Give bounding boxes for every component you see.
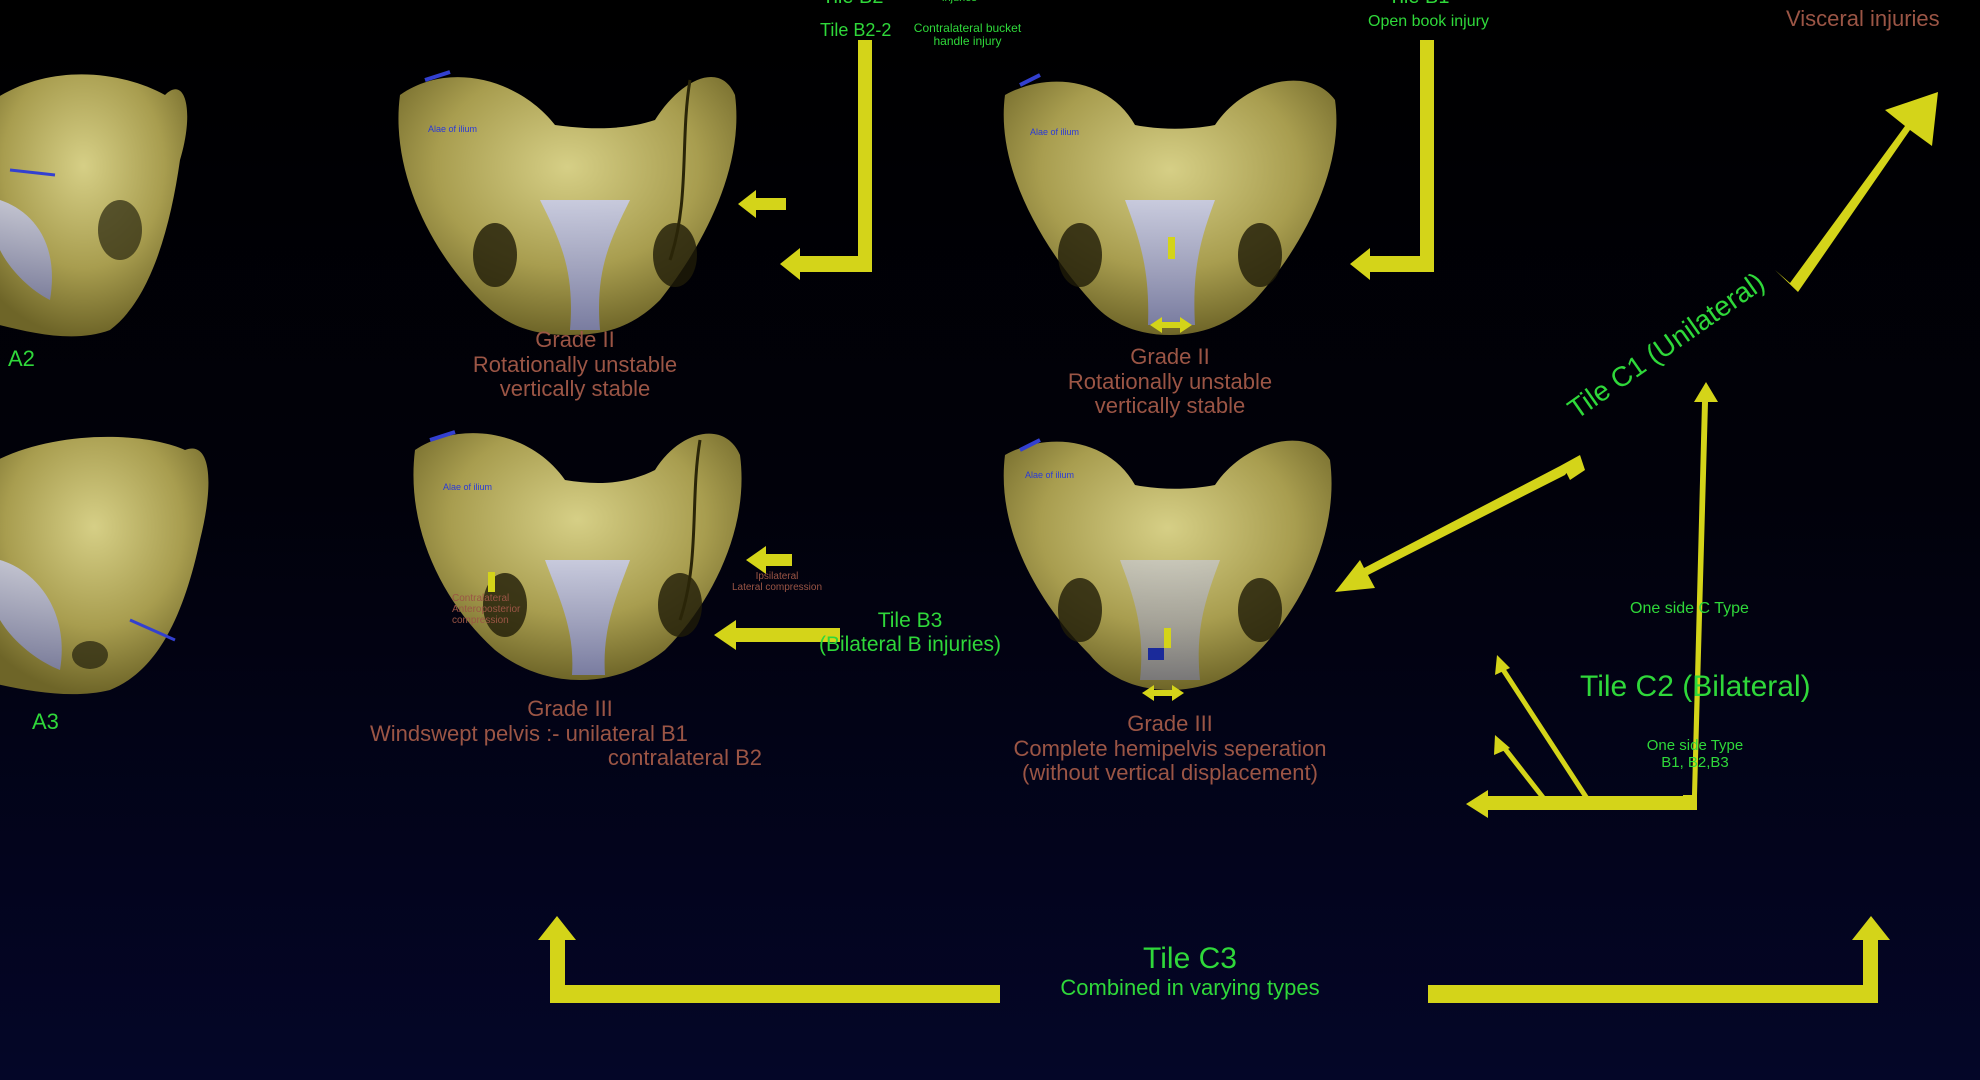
arrow-c3-right bbox=[1428, 916, 1890, 1003]
arrow-ipsilateral-small bbox=[746, 546, 792, 574]
tile-c3-label: Tile C3 bbox=[1143, 942, 1237, 975]
pelvis-model-b2-grade2: Alae of ilium bbox=[398, 70, 737, 336]
b1-grade3-line3: (without vertical displacement) bbox=[1022, 760, 1318, 786]
ipsilateral-label: Ipsilateral Lateral compression bbox=[722, 571, 832, 593]
b1-grade2-caption: Grade II Rotationally unstable verticall… bbox=[1030, 344, 1310, 419]
contralateral-line1: Contralateral bbox=[452, 593, 510, 604]
bucket-handle-label: Contralateral bucket handle injury bbox=[905, 21, 1030, 49]
b1-grade2-line1: Grade II bbox=[1130, 344, 1210, 369]
arrow-double-b1-grade3 bbox=[1142, 685, 1184, 701]
b1-grade3-line1: Grade III bbox=[1127, 711, 1213, 736]
tile-b2-label: Tile B2 bbox=[822, 0, 884, 8]
tile-b3-caption: Tile B3 (Bilateral B injuries) bbox=[800, 609, 1020, 656]
tile-a3-label: A3 bbox=[32, 709, 59, 734]
b2-grade2-caption: Grade II Rotationally unstable verticall… bbox=[440, 327, 710, 402]
pelvis-annotation-alae-b1g3: Alae of ilium bbox=[1025, 470, 1074, 480]
b1-grade2-line2: Rotationally unstable bbox=[1067, 368, 1273, 394]
tile-a2-label: A2 bbox=[8, 346, 35, 371]
tile-b1-sub: Open book injury bbox=[1368, 13, 1489, 30]
arrow-c3-left bbox=[538, 916, 1000, 1003]
pelvis-annotation-alae-b1g2: Alae of ilium bbox=[1030, 127, 1079, 137]
tile-b1-label: Tile B1 bbox=[1388, 0, 1450, 8]
visceral-injuries-label: Visceral injuries bbox=[1786, 6, 1940, 31]
ipsilateral-line2: Lateral compression bbox=[731, 582, 823, 594]
ipsilateral-line1: Ipsilateral bbox=[755, 571, 799, 582]
b2-grade3-caption: Grade III Windswept pelvis :- unilateral… bbox=[360, 696, 780, 771]
tile-b3-label: Tile B3 bbox=[877, 609, 943, 632]
tile-c3-sub: Combined in varying types bbox=[1060, 974, 1320, 1000]
pelvis-model-a2 bbox=[0, 74, 188, 337]
pelvis-model-b2-grade3: Alae of ilium bbox=[413, 430, 742, 680]
bucket-handle-line1: Contralateral bucket bbox=[913, 21, 1022, 35]
one-side-b-line1: One side Type bbox=[1646, 737, 1744, 754]
one-side-b-line2: B1, B2,B3 bbox=[1661, 753, 1729, 771]
arrow-c1-visceral bbox=[1775, 92, 1938, 292]
arrow-c2-main bbox=[1466, 382, 1718, 818]
b1-grade2-line3: vertically stable bbox=[1094, 393, 1246, 419]
tile-b3-sub: (Bilateral B injuries) bbox=[818, 632, 1002, 656]
one-side-c-type-label: One side C Type bbox=[1630, 600, 1749, 617]
b2-grade3-line2: Windswept pelvis :- unilateral B1 bbox=[370, 720, 688, 746]
contralateral-line2: Anteroposterior bbox=[452, 604, 521, 616]
tile-c3-caption: Tile C3 Combined in varying types bbox=[1010, 942, 1370, 1000]
arrow-b2-grade2-small bbox=[738, 190, 786, 218]
contralateral-line3: compression bbox=[452, 615, 509, 627]
pelvis-model-b1-grade3: Alae of ilium bbox=[1003, 438, 1332, 690]
tile-b2-sub: injuries bbox=[942, 0, 977, 4]
b2-grade3-line1: Grade III bbox=[527, 696, 613, 721]
arrow-b3 bbox=[714, 620, 840, 650]
arrow-c1-to-b1-grade3 bbox=[1335, 455, 1585, 592]
b2-grade2-line1: Grade II bbox=[535, 327, 615, 352]
arrow-b1 bbox=[1350, 40, 1434, 280]
b2-grade2-line3: vertically stable bbox=[499, 376, 651, 402]
pelvis-annotation-alae-b2g2: Alae of ilium bbox=[428, 124, 477, 134]
arrow-b2-2 bbox=[780, 40, 872, 280]
tile-b2-2-label: Tile B2-2 bbox=[820, 20, 892, 40]
b1-grade3-caption: Grade III Complete hemipelvis seperation… bbox=[990, 711, 1350, 786]
b2-grade3-line3: contralateral B2 bbox=[607, 745, 762, 771]
bucket-handle-line2: handle injury bbox=[933, 34, 1002, 49]
contralateral-label: Contralateral Anteroposterior compressio… bbox=[452, 593, 520, 627]
b2-grade2-line2: Rotationally unstable bbox=[472, 351, 678, 377]
arrow-c2-branch-heads bbox=[1494, 655, 1510, 755]
pelvis-model-a3 bbox=[0, 436, 209, 695]
arrow-double-b1-grade2 bbox=[1150, 317, 1192, 333]
pelvis-model-b1-grade2: Alae of ilium bbox=[1003, 73, 1337, 335]
arrow-c2-branches bbox=[1499, 666, 1591, 802]
one-side-b-type-label: One side Type B1, B2,B3 bbox=[1620, 737, 1770, 772]
b1-grade3-line2: Complete hemipelvis seperation bbox=[1013, 735, 1327, 761]
pelvis-annotation-alae-b2g3: Alae of ilium bbox=[443, 482, 492, 492]
tile-c2-label: Tile C2 (Bilateral) bbox=[1580, 670, 1811, 703]
